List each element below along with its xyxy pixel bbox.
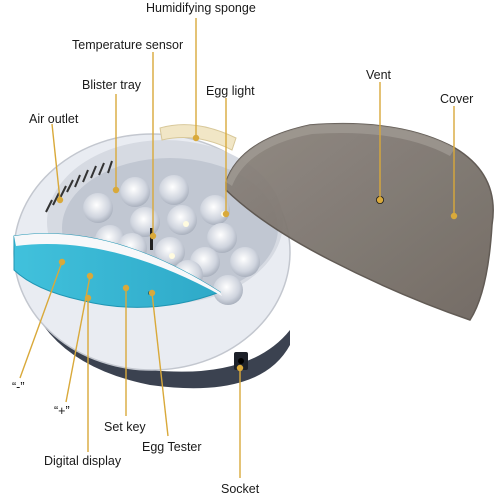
cover-rim: [226, 123, 455, 186]
label-set-key: Set key: [104, 420, 146, 434]
label-blister-tray: Blister tray: [82, 78, 142, 92]
control-panel-white: [14, 233, 222, 296]
label-plus-key: “+”: [54, 404, 70, 418]
label-socket: Socket: [221, 482, 260, 496]
leader-lines: [19, 18, 458, 478]
air-outlet-slots: [45, 160, 113, 213]
label-egg-tester: Egg Tester: [142, 440, 202, 454]
label-air-outlet: Air outlet: [29, 112, 79, 126]
label-temperature-sensor: Temperature sensor: [72, 38, 184, 52]
label-vent: Vent: [366, 68, 392, 82]
label-cover: Cover: [440, 92, 474, 106]
label-humidifying-sponge: Humidifying sponge: [146, 1, 256, 15]
label-digital-display: Digital display: [44, 454, 122, 468]
label-minus-key: “-”: [12, 380, 25, 394]
temperature-sensor-probe: [150, 228, 153, 250]
label-egg-light: Egg light: [206, 84, 255, 98]
